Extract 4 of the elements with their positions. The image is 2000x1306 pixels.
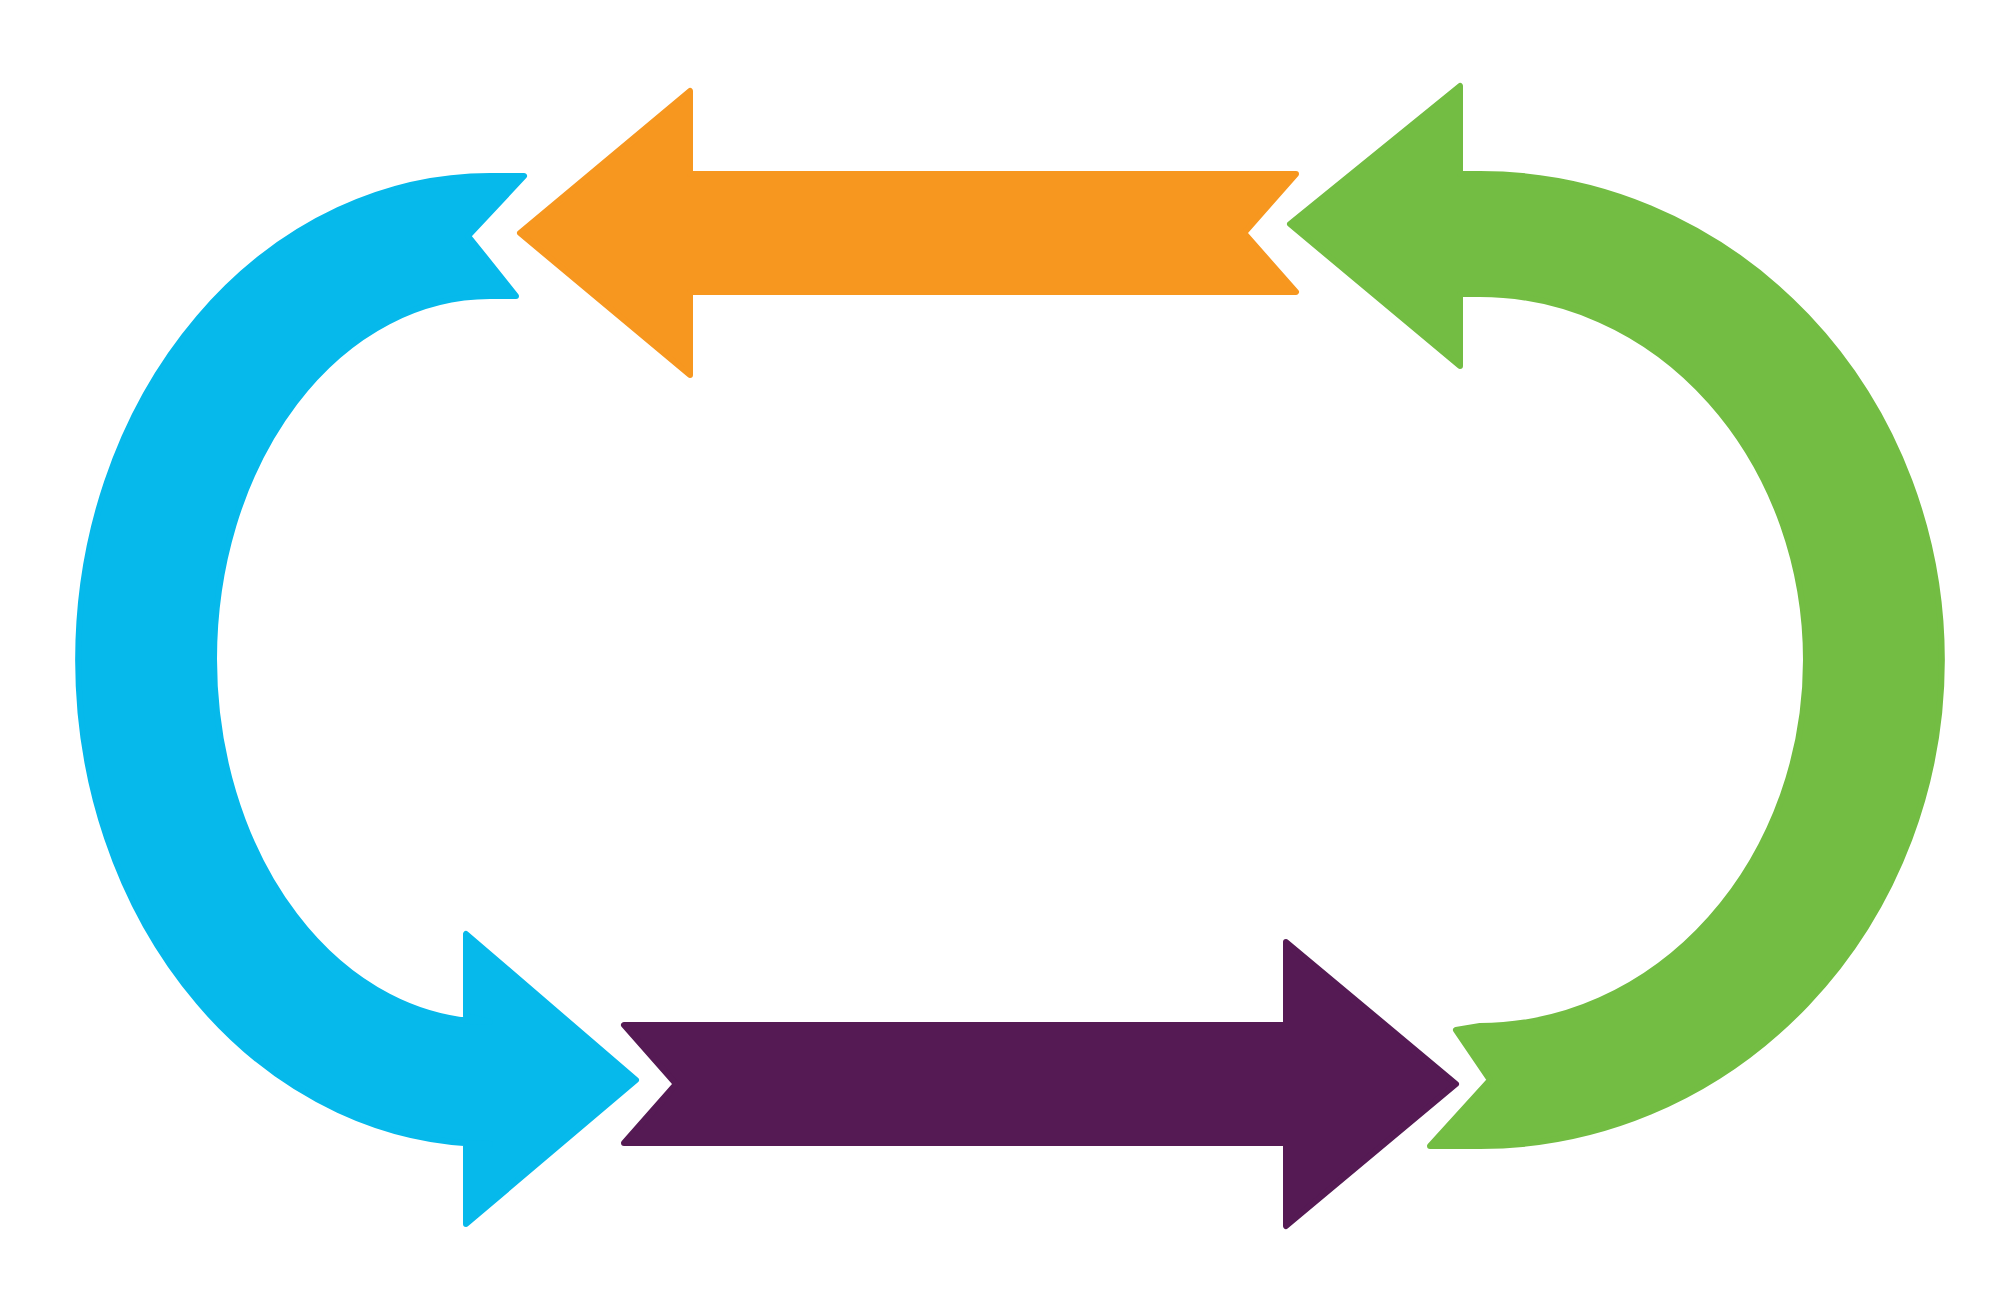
block-arrow xyxy=(621,939,1459,1229)
curved-arrow xyxy=(70,168,644,1232)
block-arrow xyxy=(517,88,1299,378)
curved-arrow xyxy=(1282,78,1950,1154)
